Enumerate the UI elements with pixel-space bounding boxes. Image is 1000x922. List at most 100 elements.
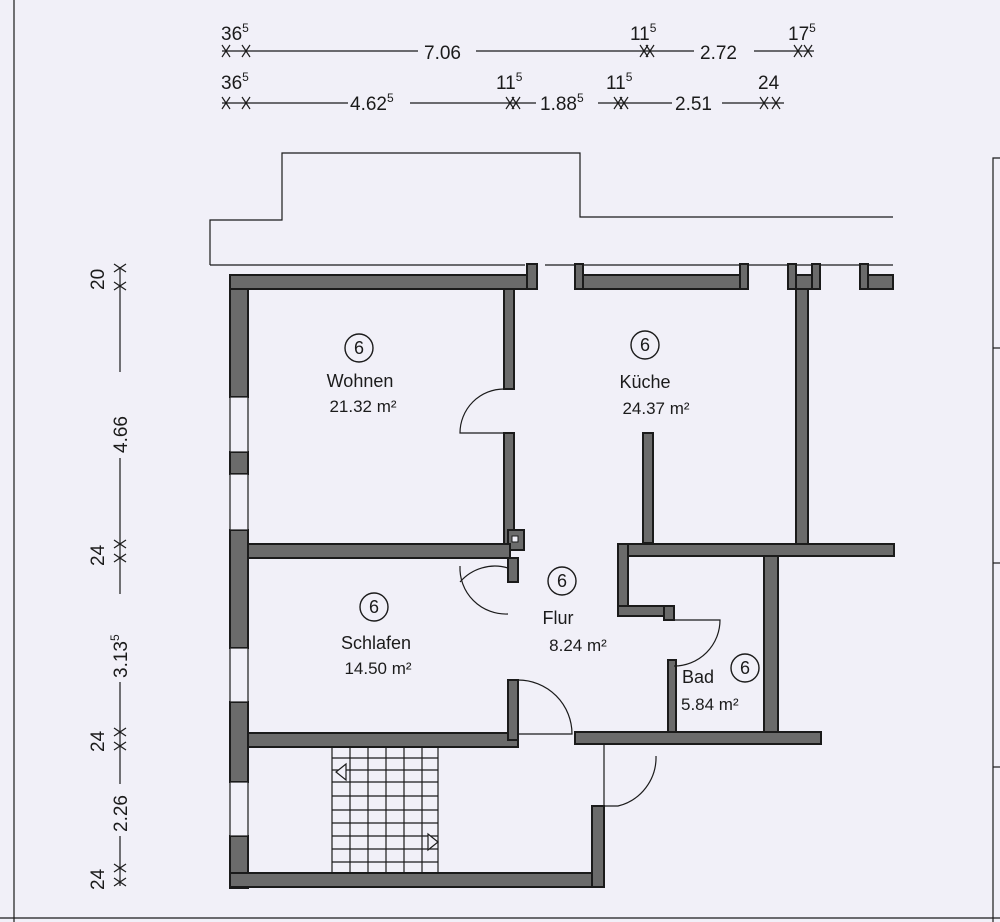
door-swing — [459, 388, 505, 434]
top-dimension-chain-2: 365 4.625 115 1.885 115 2.51 24 — [221, 70, 784, 115]
dim-label: 3.135 — [108, 634, 132, 678]
room-name: Bad — [682, 667, 714, 687]
exterior-wall — [229, 872, 605, 888]
exterior-wall — [229, 529, 249, 649]
stair-direction-arrow — [335, 762, 347, 782]
dim-label: 115 — [606, 70, 633, 94]
exterior-wall — [859, 263, 869, 290]
interior-wall — [247, 732, 519, 748]
dimension-tick — [113, 727, 127, 737]
room-area: 24.37 m² — [622, 399, 689, 418]
dimension-tick — [803, 44, 813, 58]
dimension-tick — [619, 96, 629, 110]
dimension-tick — [241, 96, 251, 110]
room-marker-circle — [730, 653, 760, 683]
window — [229, 473, 249, 531]
interior-wall — [591, 805, 605, 888]
room-wohnen: 6 Wohnen 21.32 m² — [327, 333, 397, 416]
dimension-tick — [113, 553, 127, 563]
room-name: Flur — [543, 608, 574, 628]
window — [229, 781, 249, 837]
interior-wall — [503, 288, 515, 390]
room-marker-circle — [630, 330, 660, 360]
room-marker: 6 — [369, 597, 379, 617]
dim-label: 175 — [788, 21, 816, 45]
dimension-tick — [771, 96, 781, 110]
dim-label: 7.06 — [424, 43, 461, 64]
interior-wall — [795, 288, 809, 546]
exterior-wall — [739, 263, 749, 290]
exterior-wall — [229, 274, 249, 398]
chimney-flue — [511, 535, 519, 543]
room-area: 8.24 m² — [549, 636, 607, 655]
room-name: Wohnen — [327, 371, 394, 391]
dimension-tick — [113, 281, 127, 291]
room-kueche: 6 Küche 24.37 m² — [619, 330, 690, 418]
room-name: Küche — [619, 372, 670, 392]
room-marker-circle — [547, 566, 577, 596]
room-marker: 6 — [354, 338, 364, 358]
dim-label: 1.885 — [540, 91, 584, 115]
dimension-tick — [221, 44, 231, 58]
dimension-tick — [113, 741, 127, 751]
window — [229, 396, 249, 453]
stair-direction-arrow — [427, 832, 439, 852]
building-outline-top — [209, 152, 893, 266]
dimension-tick — [645, 44, 655, 58]
interior-wall — [667, 659, 677, 733]
interior-wall — [247, 543, 511, 559]
interior-wall — [663, 605, 675, 621]
exterior-wall — [574, 274, 748, 290]
dimension-tick — [113, 863, 127, 873]
room-marker-circle — [359, 592, 389, 622]
dim-label: 4.66 — [111, 416, 132, 453]
exterior-wall — [526, 263, 538, 290]
interior-wall — [763, 555, 779, 733]
exterior-wall — [787, 263, 797, 290]
door-swing — [673, 619, 721, 667]
dim-label: 4.625 — [350, 91, 394, 115]
dimension-tick — [241, 44, 251, 58]
room-marker: 6 — [740, 658, 750, 678]
room-area: 5.84 m² — [681, 695, 739, 714]
dim-label: 24 — [88, 868, 109, 890]
interior-wall — [574, 731, 822, 745]
interior-wall — [642, 432, 654, 544]
dim-label: 24 — [88, 544, 109, 566]
dim-label: 2.51 — [675, 94, 712, 115]
dimension-tick — [793, 44, 803, 58]
title-block-frame — [992, 157, 1000, 922]
door-swing — [517, 679, 573, 735]
dim-label: 24 — [758, 73, 780, 94]
staircase — [331, 746, 439, 874]
dim-label: 365 — [221, 70, 249, 94]
doors — [459, 388, 721, 807]
exterior-wall — [229, 701, 249, 783]
dim-label: 2.26 — [111, 795, 132, 832]
room-flur: 6 Flur 8.24 m² — [543, 566, 607, 655]
exterior-wall — [229, 451, 249, 475]
room-marker-circle — [344, 333, 374, 363]
dimension-tick — [221, 96, 231, 110]
room-area: 14.50 m² — [344, 659, 411, 678]
door-swing — [459, 565, 509, 583]
left-dimension-chain: 20 4.66 24 3.135 24 2.26 24 — [88, 263, 132, 890]
top-dimension-chain-1: 365 7.06 115 2.72 175 — [221, 21, 816, 64]
dim-label: 365 — [221, 21, 249, 45]
exterior-wall — [811, 263, 821, 290]
room-schlafen: 6 Schlafen 14.50 m² — [341, 592, 412, 678]
dimension-tick — [113, 877, 127, 887]
room-marker: 6 — [557, 571, 567, 591]
door-swing — [603, 744, 657, 807]
room-bad: 6 Bad 5.84 m² — [681, 653, 760, 714]
dimension-tick — [113, 539, 127, 549]
door-swing — [459, 565, 509, 615]
dim-label: 20 — [88, 269, 109, 290]
interior-wall — [507, 679, 519, 741]
window — [229, 647, 249, 703]
interior-wall — [617, 543, 895, 557]
walls — [229, 263, 895, 889]
dim-label: 2.72 — [700, 43, 737, 64]
